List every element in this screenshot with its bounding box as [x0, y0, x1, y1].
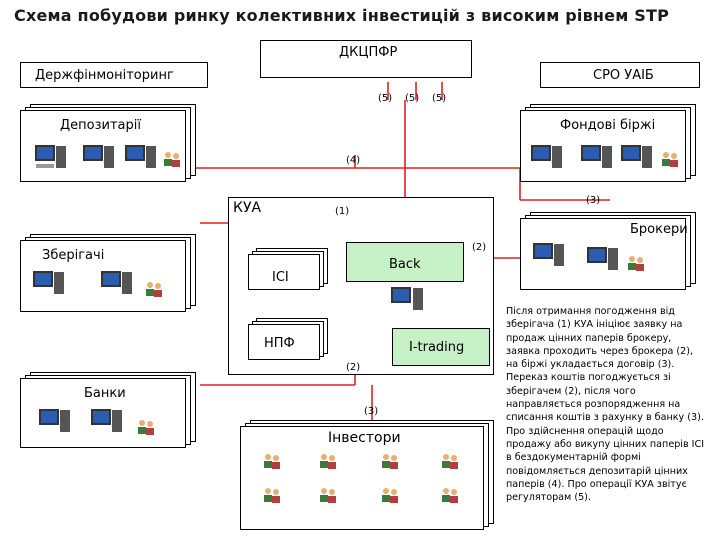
marker-3a: (3): [586, 195, 601, 206]
computer-icon: [124, 144, 158, 178]
computer-icon: [580, 144, 614, 178]
users-icon: [380, 486, 400, 508]
computer-icon: [32, 270, 66, 304]
marker-5a: (5): [378, 93, 393, 104]
marker-4: (4): [346, 155, 361, 166]
node-back: Back: [346, 242, 464, 282]
users-icon: [440, 452, 460, 474]
users-icon: [162, 150, 182, 172]
node-isi-label: ІСІ: [272, 270, 289, 285]
users-icon: [262, 486, 282, 508]
node-depos-label: Депозитарії: [60, 118, 141, 133]
node-banky-label: Банки: [84, 386, 126, 401]
node-kua-label: КУА: [233, 200, 262, 216]
node-sro: СРО УАІБ: [540, 62, 700, 88]
node-itrading-label: I-trading: [409, 340, 465, 355]
node-derzhfin: Держфінмоніторинг: [20, 62, 208, 88]
marker-5c: (5): [432, 93, 447, 104]
marker-2b: (2): [346, 362, 361, 373]
node-birzhi: Фондові біржі: [520, 104, 700, 190]
computer-icon: [620, 144, 654, 178]
users-icon: [136, 418, 156, 440]
node-brokery: Брокери: [520, 212, 700, 296]
node-zberig-label: Зберігачі: [42, 248, 105, 263]
computer-icon: [100, 270, 134, 304]
users-icon: [318, 452, 338, 474]
marker-5b: (5): [405, 93, 420, 104]
computer-icon: [586, 246, 620, 280]
node-birzhi-label: Фондові біржі: [560, 118, 656, 133]
node-zberig: Зберігачі: [20, 234, 200, 318]
computer-icon: [390, 286, 426, 320]
page-title: Схема побудови ринку колективних інвести…: [14, 6, 670, 25]
node-itrading: I-trading: [392, 328, 490, 366]
computer-icon: [82, 144, 116, 178]
computer-icon: [530, 144, 564, 178]
users-icon: [144, 280, 164, 302]
users-icon: [626, 254, 646, 276]
node-brokery-label: Брокери: [630, 222, 688, 237]
computer-icon: [90, 408, 124, 442]
node-sro-label: СРО УАІБ: [593, 68, 654, 83]
node-dkcpfr-label: ДКЦПФР: [339, 45, 398, 60]
node-depos: Депозитарії: [20, 104, 200, 190]
marker-2a: (2): [472, 242, 487, 253]
node-dkcpfr: ДКЦПФР: [260, 40, 472, 78]
users-icon: [318, 486, 338, 508]
users-icon: [660, 150, 680, 172]
node-back-label: Back: [389, 257, 421, 272]
node-isi: ІСІ: [248, 248, 328, 294]
users-icon: [440, 486, 460, 508]
node-npf-label: НПФ: [264, 336, 295, 351]
node-investory-label: Інвестори: [328, 430, 401, 446]
node-investory: Інвестори: [240, 420, 496, 534]
node-npf: НПФ: [248, 318, 328, 364]
computer-icon: [532, 242, 566, 276]
node-banky: Банки: [20, 372, 200, 454]
computer-icon: [38, 408, 72, 442]
users-icon: [380, 452, 400, 474]
node-derzhfin-label: Держфінмоніторинг: [35, 68, 174, 83]
description-text: Після отримання погодження від зберігача…: [506, 306, 705, 504]
computer-icon: [34, 144, 68, 178]
marker-3b: (3): [364, 406, 379, 417]
marker-1: (1): [335, 206, 350, 217]
users-icon: [262, 452, 282, 474]
